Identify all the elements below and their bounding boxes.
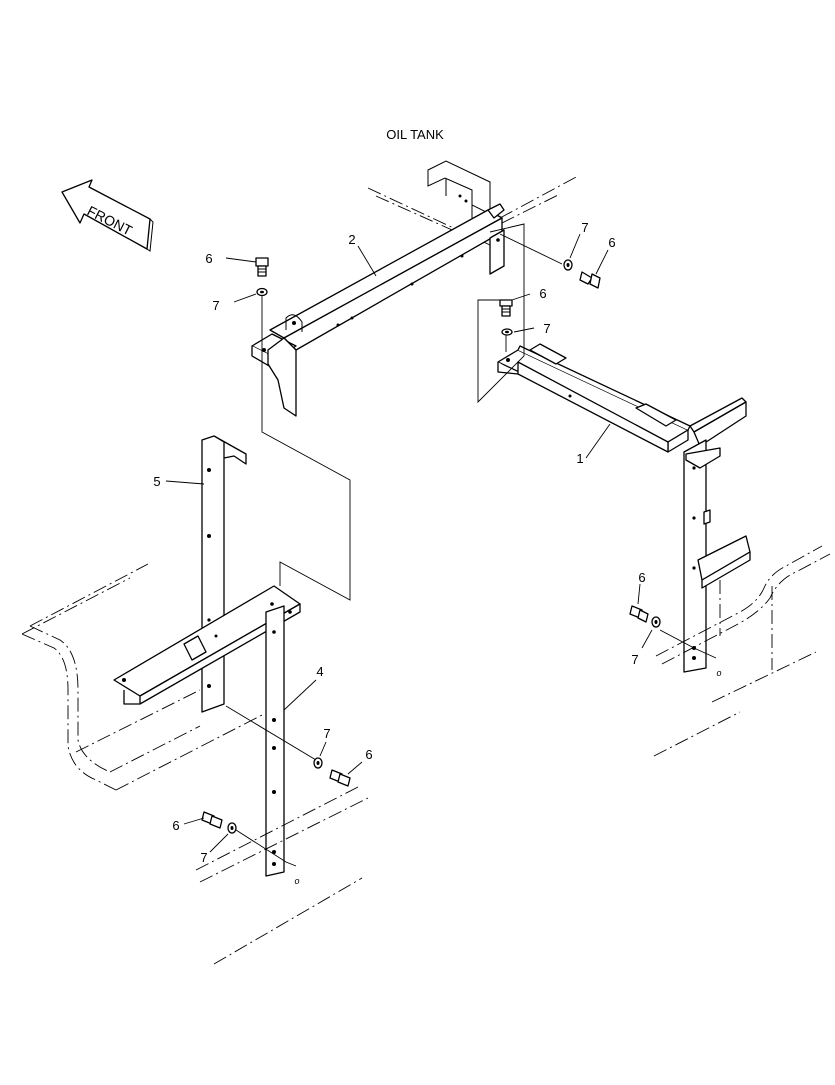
callout-6-right-lower: 6 [638,570,645,585]
bolt-6-middle [499,299,513,317]
washer-7-middle [501,328,513,336]
bolt-6-left-lower [201,811,223,829]
part-5-left-vertical-bracket [201,435,247,713]
callout-7-left-lower: 7 [200,850,207,865]
chassis-outline-left [21,563,369,965]
callout-7-top-right: 7 [581,220,588,235]
callout-6-top-left: 6 [205,251,212,266]
callout-7-top-left: 7 [212,298,219,313]
washer-7-top-left [256,287,268,297]
part-2-upper-cross-member [251,194,505,417]
callout-4: 4 [316,664,323,679]
bolt-6-right-lower [629,605,649,623]
callout-7-right-lower: 7 [631,652,638,667]
bolt-6-top-left [255,257,269,277]
washer-mark-left: o [294,876,299,886]
washer-7-left-lower [227,822,237,834]
callout-leaders [165,233,653,853]
callout-1: 1 [576,451,583,466]
callout-labels: 2 1 5 4 6 7 7 6 6 7 6 7 7 6 6 7 [153,220,645,865]
callout-2: 2 [348,232,355,247]
washer-7-right-lower [651,616,661,628]
bolt-6-center-lower [329,769,351,787]
callout-6-middle: 6 [539,286,546,301]
washer-mark-right: o [716,668,721,678]
part-4-lower-cross-member [113,585,301,877]
callout-5: 5 [153,474,160,489]
callout-6-top-right: 6 [608,235,615,250]
callout-6-center-lower: 6 [365,747,372,762]
callout-6-left-lower: 6 [172,818,179,833]
assembly-guide-lines [225,223,717,867]
front-direction-arrow-icon: FRONT [61,179,154,252]
callout-7-center-lower: 7 [323,726,330,741]
washer-7-top-right [563,259,573,271]
callout-7-middle: 7 [543,321,550,336]
washer-7-center-lower [313,757,323,769]
oil-tank-title: OIL TANK [386,127,444,142]
part-1-right-frame [497,343,751,673]
bolt-6-top-right [579,271,601,289]
chassis-outline-right [653,545,831,757]
